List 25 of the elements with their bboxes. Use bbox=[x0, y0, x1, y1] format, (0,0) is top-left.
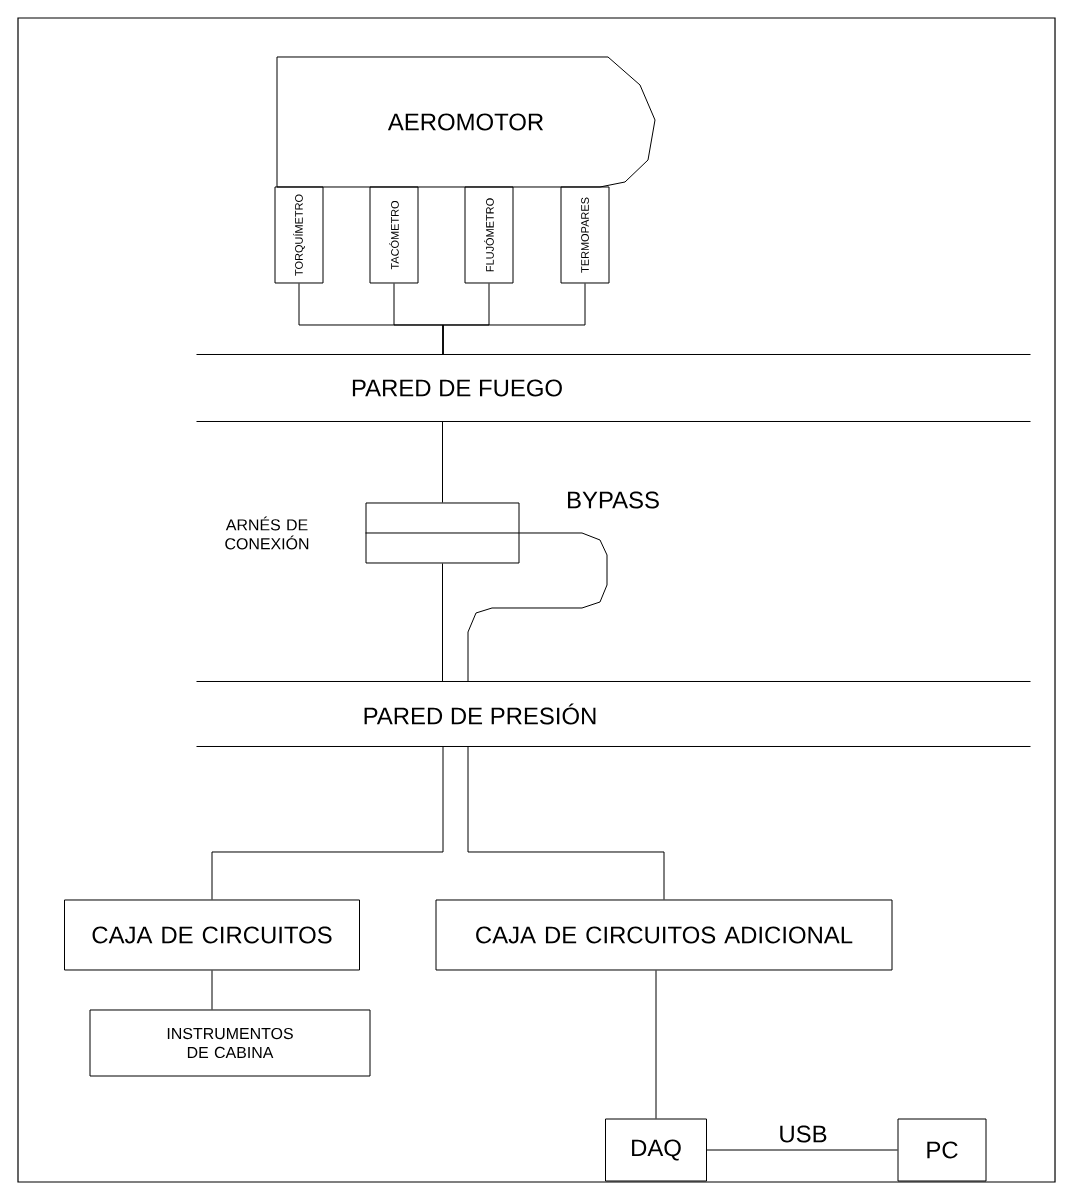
connector-line bbox=[467, 746, 665, 900]
sensor-box: TERMOPARES bbox=[560, 186, 610, 284]
component-box: CAJA DE CIRCUITOS ADICIONAL bbox=[435, 899, 893, 971]
connector-label: ARNÉS DE CONEXIÓN bbox=[225, 516, 309, 550]
component-box: CAJA DE CIRCUITOS bbox=[64, 899, 360, 971]
connector-line bbox=[467, 532, 608, 682]
connector-line bbox=[655, 970, 657, 1119]
wall-band: PARED DE FUEGO bbox=[196, 354, 1031, 422]
engine-box: AEROMOTOR bbox=[276, 56, 656, 188]
connector-box bbox=[365, 502, 520, 564]
component-box: INSTRUMENTOS DE CABINA bbox=[89, 1009, 371, 1077]
connector-line bbox=[442, 283, 586, 355]
sensor-box: TORQUÍMETRO bbox=[274, 186, 324, 284]
edge-label: BYPASS bbox=[568, 491, 659, 509]
connector-line bbox=[442, 563, 443, 682]
sensor-box: FLUJÓMETRO bbox=[464, 186, 514, 284]
connector-line bbox=[211, 970, 213, 1010]
sensor-box: TACÓMETRO bbox=[369, 186, 419, 284]
wall-band: PARED DE PRESIÓN bbox=[196, 681, 1031, 747]
component-box: PC bbox=[897, 1118, 987, 1182]
component-box: DAQ bbox=[605, 1118, 707, 1182]
connector-line bbox=[442, 421, 443, 503]
edge-label: USB bbox=[780, 1125, 827, 1143]
connector-line bbox=[211, 746, 444, 900]
connector-line bbox=[706, 1149, 898, 1151]
